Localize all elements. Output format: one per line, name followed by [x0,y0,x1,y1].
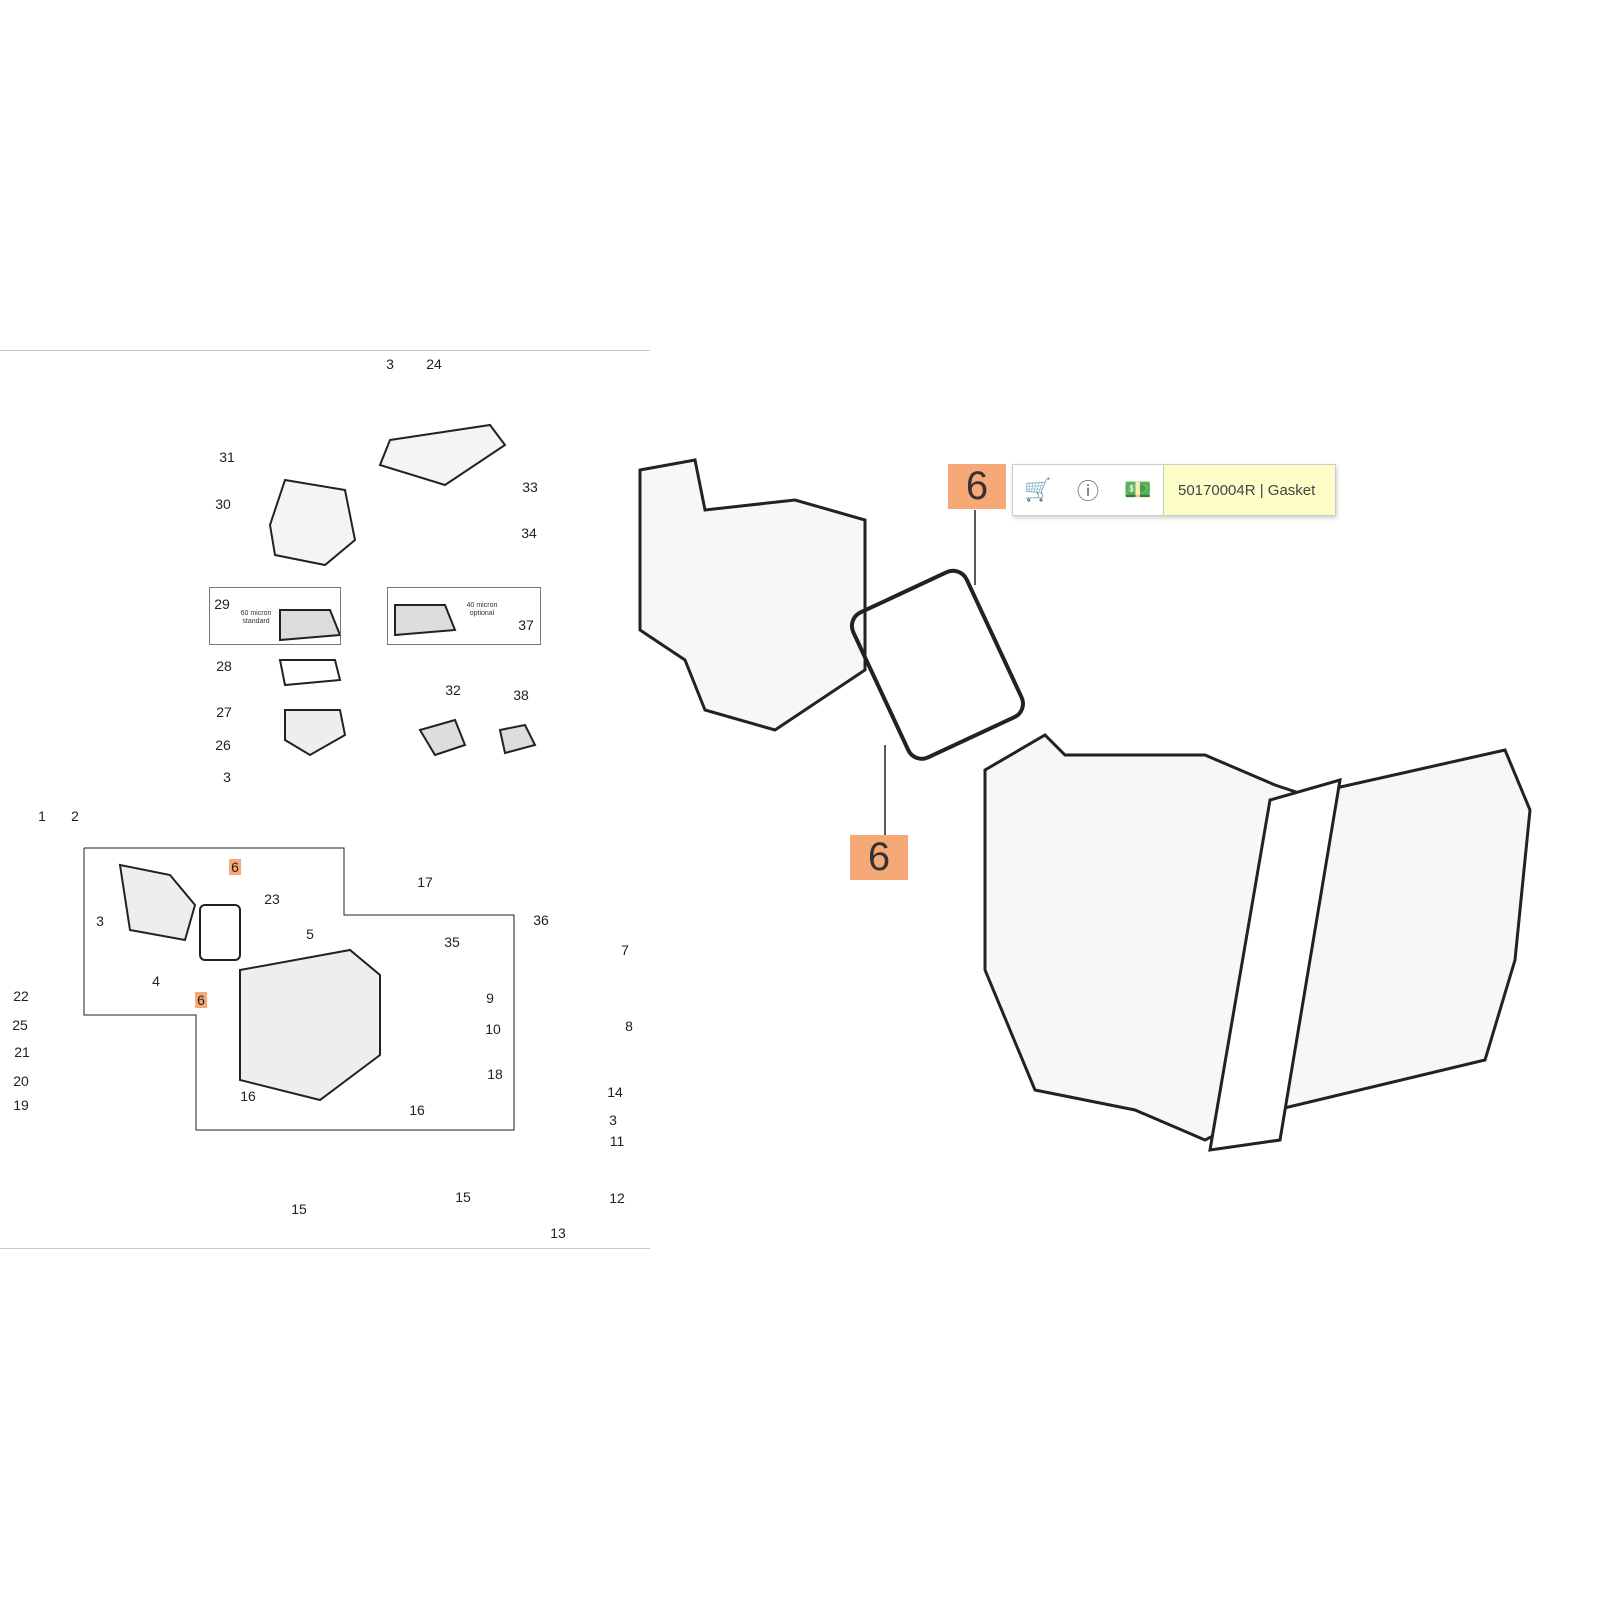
callout[interactable]: 3 [609,1112,617,1128]
callout[interactable]: 32 [445,682,461,698]
callout[interactable]: 5 [306,926,314,942]
part-32-carb [418,718,467,757]
callout[interactable]: 21 [14,1044,30,1060]
part-tooltip: 🛒 ⓘ 💵 50170004R | Gasket [1012,464,1336,516]
callout[interactable]: 3 [223,769,231,785]
callout[interactable]: 38 [513,687,529,703]
part-38 [498,723,537,755]
filter-note-standard: 60 micron standard [240,610,272,625]
part-27 [284,709,347,757]
outline-17 [83,847,515,1131]
callout[interactable]: 20 [13,1073,29,1089]
callout[interactable]: 37 [518,617,534,633]
callout[interactable]: 28 [216,658,232,674]
callout[interactable]: 10 [485,1021,501,1037]
callout-highlighted[interactable]: 6 [229,859,241,875]
callout[interactable]: 34 [521,525,537,541]
callout[interactable]: 3 [386,356,394,372]
callout[interactable]: 7 [621,942,629,958]
callout[interactable]: 17 [417,874,433,890]
filter-box-standard [209,587,341,645]
part-label: 50170004R | Gasket [1163,465,1335,515]
divider-top [0,350,650,351]
callout[interactable]: 26 [215,737,231,753]
zoom-intake-manifold [638,458,867,732]
part-30-cover [268,478,357,567]
part-37-filter [394,604,457,637]
callout[interactable]: 36 [533,912,549,928]
callout-highlighted[interactable]: 6 [195,992,207,1008]
callout[interactable]: 23 [264,891,280,907]
callout[interactable]: 14 [607,1084,623,1100]
callout[interactable]: 18 [487,1066,503,1082]
callout[interactable]: 33 [522,479,538,495]
part-28-gasket [278,659,342,687]
filter-box-optional [387,587,541,645]
callout[interactable]: 8 [625,1018,633,1034]
callout[interactable]: 2 [71,808,79,824]
divider-bottom [0,1248,650,1249]
zoom-callout-6-top[interactable]: 6 [948,464,1006,509]
part-33-cover [378,423,507,487]
price-icon[interactable]: 💵 [1124,477,1152,502]
callout[interactable]: 9 [486,990,494,1006]
callout[interactable]: 15 [291,1201,307,1217]
callout[interactable]: 15 [455,1189,471,1205]
callout[interactable]: 4 [152,973,160,989]
callout[interactable]: 25 [12,1017,28,1033]
zoom-callout-6-bottom[interactable]: 6 [850,835,908,880]
part-6-gasket-small [199,904,241,961]
callout[interactable]: 16 [240,1088,256,1104]
cart-add-icon[interactable]: 🛒 [1024,477,1052,502]
callout[interactable]: 13 [550,1225,566,1241]
zoom-gasket-6 [849,568,1025,761]
callout[interactable]: 30 [215,496,231,512]
part-4 [118,863,197,942]
callout[interactable]: 1 [38,808,46,824]
callout[interactable]: 22 [13,988,29,1004]
callout[interactable]: 27 [216,704,232,720]
part-5-crankcase [239,948,381,1102]
callout[interactable]: 35 [444,934,460,950]
callout[interactable]: 16 [409,1102,425,1118]
callout[interactable]: 3 [96,913,104,929]
callout[interactable]: 12 [609,1190,625,1206]
callout[interactable]: 19 [13,1097,29,1113]
callout[interactable]: 31 [219,449,235,465]
callout[interactable]: 11 [609,1133,625,1149]
callout[interactable]: 24 [426,356,442,372]
zoom-grille [1208,777,1342,1152]
callout[interactable]: 29 [214,596,230,612]
info-icon[interactable]: ⓘ [1076,479,1099,504]
filter-note-optional: 40 micron optional [466,602,498,617]
